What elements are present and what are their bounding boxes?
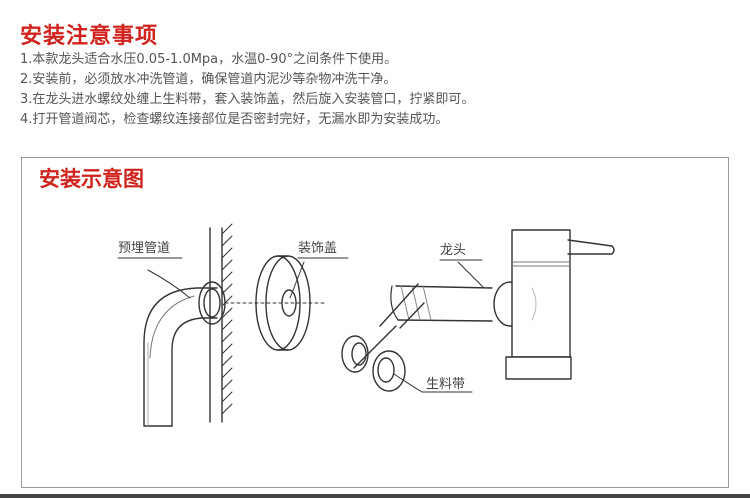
installation-diagram: 预埋管道 装饰盖 龙头 生料带: [117, 223, 615, 427]
faucet-illustration: [390, 229, 615, 380]
wall-illustration: [209, 223, 233, 423]
label-decorative-cover: 装饰盖: [298, 241, 337, 256]
label-faucet: 龙头: [440, 243, 466, 258]
note-4: 4.打开管道阀芯，检查螺纹连接部位是否密封完好，无漏水即为安装成功。: [20, 112, 449, 127]
ptfe-tape-illustration: [341, 283, 425, 392]
note-1: 1.本款龙头适合水压0.05-1.0Mpa，水温0-90°之间条件下使用。: [20, 52, 398, 67]
decorative-cover-illustration: [255, 255, 311, 351]
callout-ptfe-tape: 生料带: [393, 373, 473, 393]
callout-decorative-cover: 装饰盖: [289, 241, 349, 299]
installation-notes: 1.本款龙头适合水压0.05-1.0Mpa，水温0-90°之间条件下使用。 2.…: [20, 50, 474, 130]
label-embedded-pipe: 预埋管道: [118, 241, 170, 256]
page-title: 安装注意事项: [20, 24, 159, 49]
callout-faucet: 龙头: [439, 243, 485, 289]
callout-embedded-pipe: 预埋管道: [117, 241, 191, 299]
embedded-pipe-illustration: [143, 281, 226, 427]
diagram-title: 安装示意图: [39, 167, 144, 191]
note-2: 2.安装前，必须放水冲洗管道，确保管道内泥沙等杂物冲洗干净。: [20, 72, 397, 87]
diagram-frame: [21, 157, 729, 488]
label-ptfe-tape: 生料带: [426, 377, 465, 392]
bottom-border: [0, 494, 750, 498]
note-3: 3.在龙头进水螺纹处缠上生料带，套入装饰盖，然后旋入安装管口，拧紧即可。: [20, 92, 475, 107]
